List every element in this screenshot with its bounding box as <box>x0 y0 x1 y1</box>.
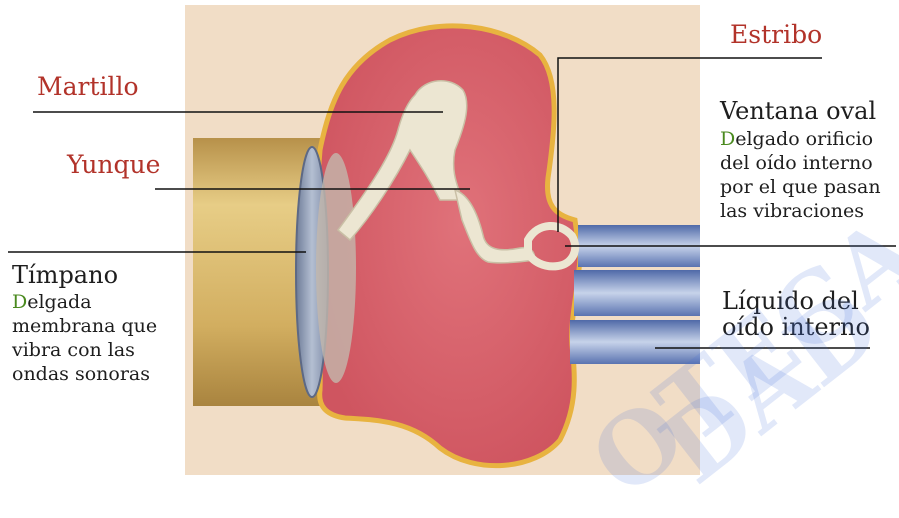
eardrum-rim <box>316 153 356 383</box>
label-martillo: Martillo <box>37 72 139 101</box>
label-yunque: Yunque <box>67 150 160 179</box>
label-timpano-title: Tímpano <box>12 262 118 288</box>
label-timpano-desc: Delgada membrana que vibra con las ondas… <box>12 290 157 386</box>
label-ventana-desc: Delgado orificio del oído interno por el… <box>720 127 881 223</box>
inner-ear-tube-2 <box>574 270 700 316</box>
inner-ear-tube-3 <box>570 320 700 364</box>
label-liquido: Líquido del oído interno <box>722 288 870 340</box>
label-estribo: Estribo <box>730 20 822 49</box>
label-ventana-title: Ventana oval <box>720 98 876 124</box>
ear-diagram: Martillo Yunque Estribo Tímpano Delgada … <box>0 0 899 478</box>
